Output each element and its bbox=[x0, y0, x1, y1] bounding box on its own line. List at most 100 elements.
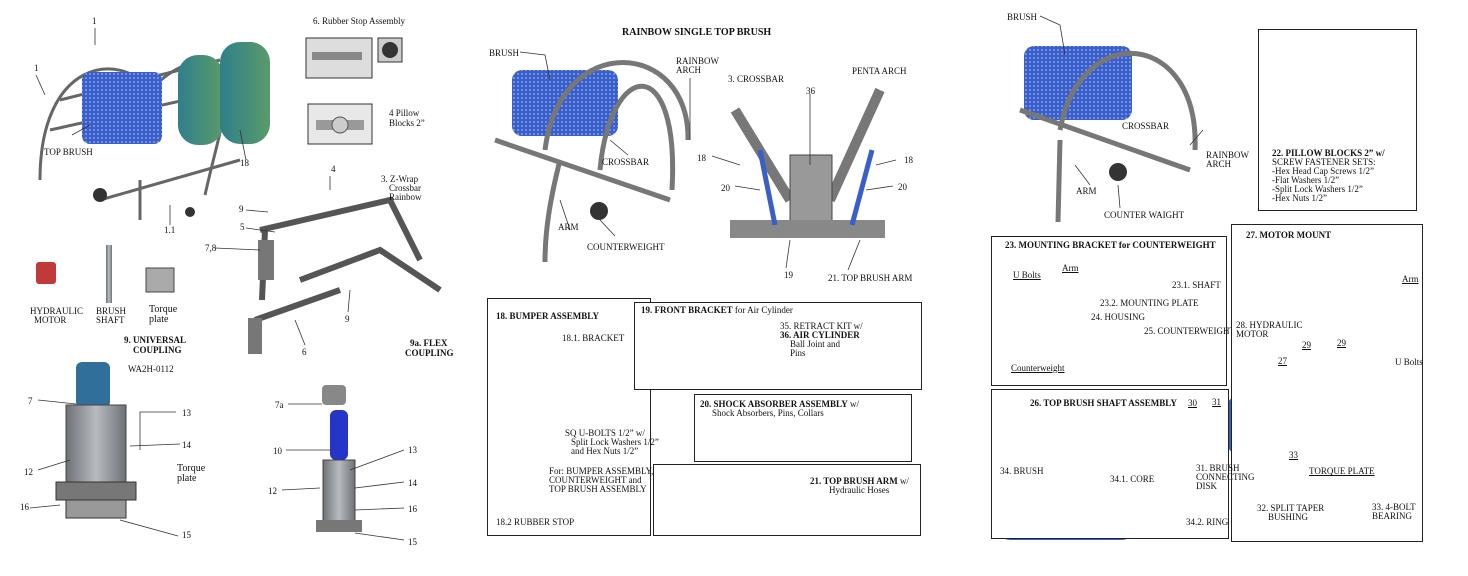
top-brush-arm-title-w: w/ bbox=[897, 476, 909, 486]
label-for-bumper: For: BUMPER ASSEMBLY, bbox=[549, 466, 654, 476]
label-rainbow-arch-2: ARCH bbox=[676, 65, 702, 75]
callout-7a: 7a bbox=[275, 400, 284, 410]
callout-20: 20 bbox=[898, 182, 907, 192]
callout-10: 10 bbox=[273, 446, 282, 456]
label-brush-34: 34. BRUSH bbox=[1000, 466, 1044, 476]
callout-29: 29 bbox=[1337, 338, 1346, 348]
label-arm: Arm bbox=[1062, 263, 1079, 273]
callout-6: 6 bbox=[302, 347, 307, 357]
label-brush-connecting-disk-2: CONNECTING bbox=[1196, 472, 1255, 482]
label-housing: 24. HOUSING bbox=[1091, 312, 1145, 322]
label-z-wrap-rainbow: Rainbow bbox=[389, 192, 422, 202]
label-hydraulic-motor-2: MOTOR bbox=[34, 315, 67, 325]
callout-36: 36 bbox=[806, 86, 815, 96]
label-brush-connecting-disk-3: DISK bbox=[1196, 481, 1218, 491]
callout-18: 18 bbox=[697, 153, 706, 163]
front-bracket-panel bbox=[634, 302, 922, 390]
label-rubber-stop-assembly: 6. Rubber Stop Assembly bbox=[313, 16, 406, 26]
label-rainbow-arch-2: ARCH bbox=[1206, 159, 1232, 169]
mounting-bracket-title: 23. MOUNTING BRACKET for COUNTERWEIGHT bbox=[1005, 240, 1216, 250]
label-torque-plate-2: plate bbox=[149, 314, 169, 325]
callout-18: 18 bbox=[240, 158, 249, 168]
label-counterweight-25: 25. COUNTERWEIGHT bbox=[1144, 326, 1235, 336]
label-hydraulic-motor: 28. HYDRAULIC bbox=[1236, 320, 1303, 330]
callout-12: 12 bbox=[268, 486, 277, 496]
callout-14: 14 bbox=[182, 440, 191, 450]
label-ring: 34.2. RING bbox=[1186, 517, 1229, 527]
bumper-assembly-title: 18. BUMPER ASSEMBLY bbox=[496, 311, 599, 321]
callout-5: 5 bbox=[240, 222, 245, 232]
label-split-lock-washers: -Split Lock Washers 1/2” bbox=[1272, 184, 1363, 194]
label-hex-nuts: and Hex Nuts 1/2” bbox=[571, 446, 639, 456]
label-arm: ARM bbox=[1076, 186, 1097, 196]
label-torque-plate: TORQUE PLATE bbox=[1309, 466, 1375, 476]
label-arm: Arm bbox=[1402, 274, 1419, 284]
pillow-blocks-title: 22. PILLOW BLOCKS 2” w/ bbox=[1272, 148, 1385, 158]
callout-14: 14 bbox=[408, 478, 417, 488]
label-brush-connecting-disk: 31. BRUSH bbox=[1196, 463, 1240, 473]
callout-1: 1 bbox=[34, 63, 39, 73]
label-hex-nuts: -Hex Nuts 1/2” bbox=[1272, 193, 1327, 203]
callout-12: 12 bbox=[24, 467, 33, 477]
motor-drawing bbox=[76, 362, 110, 408]
label-pins: Pins bbox=[790, 348, 806, 358]
callout-16: 16 bbox=[408, 504, 417, 514]
callout-4: 4 bbox=[331, 164, 336, 174]
callout-9: 9 bbox=[239, 204, 244, 214]
brush-drawing bbox=[82, 72, 162, 144]
label-hydraulic-motor-2: MOTOR bbox=[1236, 329, 1269, 339]
mounting-bracket-panel bbox=[991, 236, 1227, 386]
callout-16: 16 bbox=[20, 502, 29, 512]
label-torque-plate-2: plate bbox=[177, 473, 197, 484]
label-torque-plate: Torque bbox=[177, 463, 206, 474]
front-bracket-title-bold: 19. FRONT BRACKET bbox=[641, 305, 733, 315]
callout-33: 33 bbox=[1289, 450, 1298, 460]
bumper-assembly-panel bbox=[487, 298, 651, 536]
label-screw-fastener-sets: SCREW FASTENER SETS: bbox=[1272, 157, 1376, 167]
top-brush-arm-title-bold: 21. TOP BRUSH ARM bbox=[810, 476, 898, 486]
page-title: RAINBOW SINGLE TOP BRUSH bbox=[622, 27, 772, 38]
z-wrap-drawing bbox=[254, 196, 442, 323]
label-bracket: 18.1. BRACKET bbox=[562, 333, 625, 343]
label-brush-shaft: BRUSH bbox=[96, 306, 127, 316]
callout-15: 15 bbox=[408, 537, 417, 547]
top-brush-arm-panel bbox=[653, 464, 921, 536]
tank-drawing bbox=[178, 55, 223, 145]
callout-31: 31 bbox=[1212, 397, 1221, 407]
label-split-taper-bushing-2: BUSHING bbox=[1268, 512, 1309, 522]
label-u-bolts: U Bolts bbox=[1395, 357, 1423, 367]
label-sq-u-bolts: SQ U-BOLTS 1/2” w/ bbox=[565, 428, 645, 438]
callout-13: 13 bbox=[182, 408, 191, 418]
label-brush: BRUSH bbox=[1007, 12, 1038, 22]
callout-27: 27 bbox=[1278, 356, 1287, 366]
shock-absorber-title: 20. SHOCK ABSORBER ASSEMBLY w/ bbox=[700, 399, 859, 409]
label-counterweight: Counterweight bbox=[1011, 363, 1065, 373]
label-flex-coupling-2: COUPLING bbox=[405, 348, 454, 358]
label-rainbow-arch: RAINBOW bbox=[676, 56, 719, 66]
callout-15: 15 bbox=[182, 530, 191, 540]
label-part-number: WA2H-0112 bbox=[128, 364, 174, 374]
label-4-bolt-bearing-2: BEARING bbox=[1372, 511, 1412, 521]
callout-18: 18 bbox=[904, 155, 913, 165]
label-universal-coupling: 9. UNIVERSAL bbox=[124, 335, 187, 345]
label-crossbar-3: 3. CROSSBAR bbox=[728, 74, 785, 84]
brush-shaft-assembly-panel bbox=[991, 389, 1229, 539]
label-top-brush-arm: 21. TOP BRUSH ARM bbox=[828, 273, 913, 283]
motor-mount-panel bbox=[1231, 224, 1423, 542]
label-hydraulic-hoses: Hydraulic Hoses bbox=[829, 485, 890, 495]
label-brush: BRUSH bbox=[489, 48, 520, 58]
label-for-counterweight: COUNTERWEIGHT and bbox=[549, 475, 642, 485]
label-penta-arch: PENTA ARCH bbox=[852, 66, 907, 76]
label-shaft: 23.1. SHAFT bbox=[1172, 280, 1221, 290]
callout-1-1: 1.1 bbox=[164, 225, 176, 235]
label-pillow-blocks-2: Blocks 2” bbox=[389, 118, 425, 128]
callout-30: 30 bbox=[1188, 398, 1197, 408]
callout-29: 29 bbox=[1302, 340, 1311, 350]
label-arm: ARM bbox=[558, 222, 579, 232]
label-crossbar: CROSSBAR bbox=[1122, 121, 1170, 131]
tank-drawing bbox=[220, 42, 270, 144]
label-4-bolt-bearing: 33. 4-BOLT bbox=[1372, 502, 1416, 512]
label-ball-joint: Ball Joint and bbox=[790, 339, 840, 349]
label-pillow-blocks: 4 Pillow bbox=[389, 108, 420, 118]
front-bracket-title-sub: for Air Cylinder bbox=[732, 305, 793, 315]
